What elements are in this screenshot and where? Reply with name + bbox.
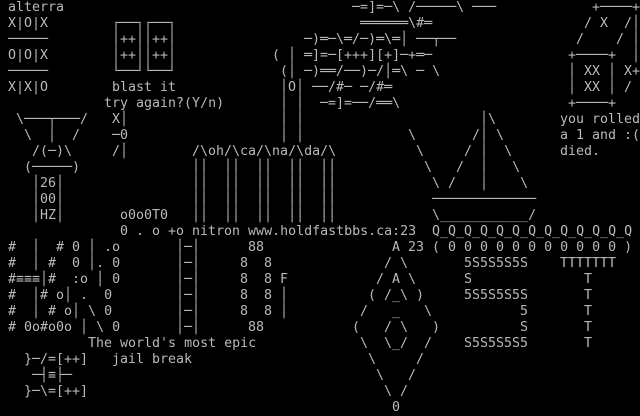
speaker-boxes-art: ┌──┐┌──┐ │++││++│ │++││++│ └──┘└──┘ xyxy=(112,16,177,79)
sailboat-art: │\ \ /│ \ \ / │ \ \ / │ \ \ / │ \ ──────… xyxy=(408,112,537,223)
dice-art: +────+ / X /│ / / │ +────+ │ │ XX │ X+ │… xyxy=(568,0,640,111)
eight-figure-art: 88 8 8 8 8 8 8 8 8 88 xyxy=(240,240,273,335)
flag-art: F │ │ xyxy=(280,272,289,319)
alterra-logo: alterra xyxy=(8,0,65,15)
pole-art: (│ │O│ │ │ │ │ │ │ xyxy=(280,64,305,143)
jail-bars-art: # │ # 0 │ .o # │ # 0 │. 0 #≡≡≡│# :o │ 0 … xyxy=(8,240,121,335)
dogfight-scene-art: ─=]=─\ /─────\ ─── ══════\#═ ─)═─\═/─)═\… xyxy=(272,0,497,111)
epic-caption-text: The world's most epic xyxy=(88,336,257,351)
try-again-prompt[interactable]: try again?(Y/n) xyxy=(104,96,225,111)
bbs-address-line: +o nitron www.holdfastbbs.ca:23 xyxy=(168,224,417,239)
ladder-art: │─│ │─│ │─│ │─│ │─│ │─│ xyxy=(176,240,201,335)
climber-figure-art: X│ ─0 /│ xyxy=(112,112,129,159)
dollar-sign-art: 5S5S5S5S S 5S5S5S5S 5 S S5S5S5S5 xyxy=(464,256,529,351)
letter-t-art: TTTTTTT T T T T T xyxy=(560,256,617,351)
q-row-art: Q_Q_Q_Q_Q_Q_Q_Q_Q_Q_Q_Q_Q xyxy=(432,224,633,239)
roll-result-text: you rolled a 1 and :( died. xyxy=(560,112,640,159)
handcuffs-art: }─/=[++] ─┤≡├─ }─\=[++] xyxy=(24,352,89,399)
hz-tower-art: \───┬───/ \ │ / /(─)\ (─────) │26│ │00│ … xyxy=(16,112,89,223)
tictactoe-board-art: X|O|X ───── O|O|X ───── X|X|O xyxy=(8,16,49,95)
diamond-art: A / \ / A \ ( /_\ ) / _ \ ( / \ ) \ \_/ … xyxy=(352,240,441,415)
prisoner-queue-art: o0o0T0 0 . o xyxy=(120,208,169,239)
number-23-label: 23 xyxy=(408,240,425,255)
oh-canada-fence-art: /\oh/\ca/\na/\da/\ ││ ││ ││ ││ ││ ││ ││ … xyxy=(192,144,337,223)
zero-row-art: ( 0 0 0 0 0 0 0 0 0 0 0 ) xyxy=(432,240,633,255)
jailbreak-caption-text: jail break xyxy=(112,352,193,367)
blast-it-text: blast it xyxy=(112,80,177,95)
